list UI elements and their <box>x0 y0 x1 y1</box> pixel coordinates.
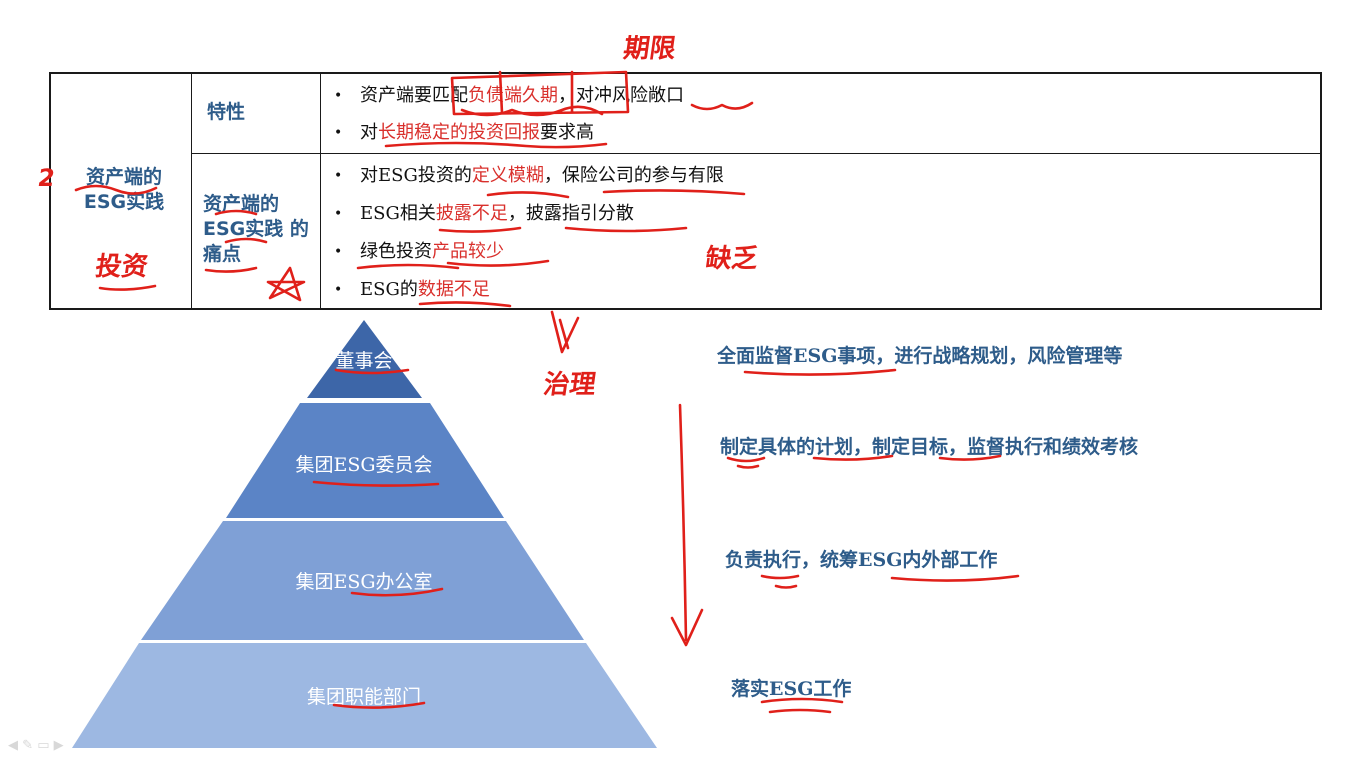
bullet-text: ，保险公司的参与有限 <box>543 165 724 186</box>
bullet-text: ，披露指引分散 <box>507 203 634 224</box>
bullet-highlight: 产品较少 <box>432 241 504 262</box>
ink-note: 期限 <box>621 34 678 64</box>
next-icon[interactable]: ▶ <box>53 738 64 753</box>
pyramid-tier-3 <box>141 521 584 640</box>
bullet-item: 绿色投资产品较少 <box>334 240 504 265</box>
ink-note: 投资 <box>93 252 150 282</box>
tier-label-departments: 集团职能部门 <box>306 686 422 708</box>
tier-label-board: 董事会 <box>335 350 393 372</box>
col-divider-2 <box>320 74 321 308</box>
bullet-text: ESG的 <box>360 279 418 300</box>
prev-icon[interactable]: ◀ <box>8 738 18 753</box>
tier-label-committee: 集团ESG委员会 <box>295 454 433 476</box>
bullet-text: 绿色投资 <box>360 241 432 262</box>
bullet-text: 资产端要匹配 <box>360 85 468 106</box>
tier-description-departments: 落实ESG工作 <box>731 678 852 700</box>
ink-note: 治理 <box>541 370 598 400</box>
pyramid-tier-2 <box>226 403 504 518</box>
bullet-highlight: 数据不足 <box>417 279 490 300</box>
ink-note: 缺乏 <box>703 244 760 274</box>
esg-practice-table: 资产端的 ESG实践 特性 资产端的 ESG实践 的痛点 资产端要匹配负债端久期… <box>49 72 1322 310</box>
bullet-item: ESG的数据不足 <box>334 278 490 303</box>
tier-description-office: 负责执行，统筹ESG内外部工作 <box>725 549 998 571</box>
bullet-highlight: 长期稳定的投资回报 <box>378 122 540 143</box>
tier-description-committee: 制定具体的计划，制定目标，监督执行和绩效考核 <box>720 436 1139 458</box>
tier-label-office: 集团ESG办公室 <box>295 571 433 593</box>
tier-description-board: 全面监督ESG事项，进行战略规划，风险管理等 <box>717 345 1123 367</box>
row-header: 资产端的 ESG实践 <box>83 166 165 213</box>
row-divider <box>191 153 1320 154</box>
bullet-item: ESG相关披露不足，披露指引分散 <box>334 202 634 227</box>
pyramid-tier-1 <box>307 320 422 398</box>
bullet-text: 要求高 <box>540 122 594 143</box>
bullet-highlight: 披露不足 <box>435 203 508 224</box>
bullet-text: ESG相关 <box>360 203 436 224</box>
bullet-item: 对ESG投资的定义模糊，保险公司的参与有限 <box>334 164 724 189</box>
pyramid-tier-4 <box>72 643 657 748</box>
row-label-features: 特性 <box>207 101 246 123</box>
col-divider-1 <box>191 74 192 308</box>
row-label-pain-points: 资产端的 ESG实践 的痛点 <box>203 193 309 265</box>
bullet-item: 对长期稳定的投资回报要求高 <box>334 121 594 146</box>
bullet-text: 对 <box>360 122 378 143</box>
pen-icon[interactable]: ✎ <box>22 738 34 753</box>
bullet-highlight: 定义模糊 <box>471 165 544 186</box>
slide-controls[interactable]: ◀ ✎ ▭ ▶ <box>8 738 64 753</box>
bullet-text: 对ESG投资的 <box>360 165 472 186</box>
menu-icon[interactable]: ▭ <box>37 738 50 753</box>
